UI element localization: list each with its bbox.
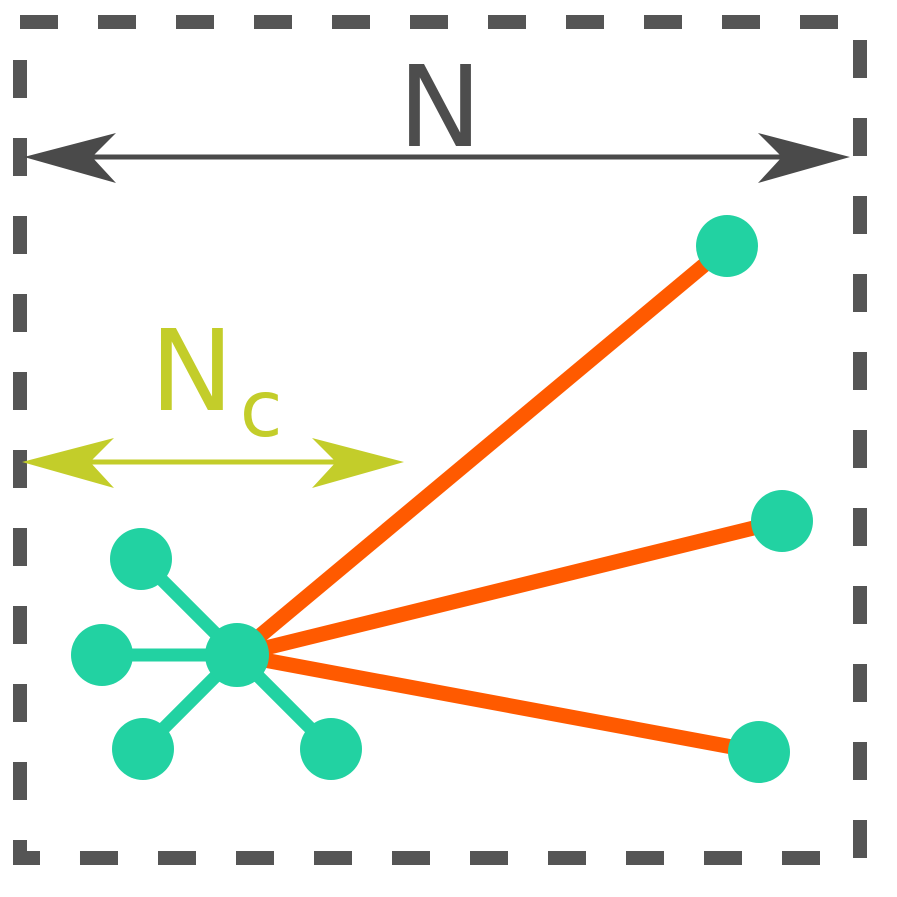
near-node-left xyxy=(71,624,133,686)
near-node-lower-right xyxy=(300,718,362,780)
dashed-boundary-box xyxy=(13,15,867,865)
cutoff-arrowhead-left-icon xyxy=(22,438,114,488)
total-range-label: N xyxy=(398,43,482,173)
arrowhead-right-icon xyxy=(758,133,850,183)
cutoff-range-arrow xyxy=(22,438,404,488)
far-links xyxy=(232,240,784,760)
far-link-upper xyxy=(232,240,732,661)
nodes xyxy=(71,215,813,783)
central-node xyxy=(205,623,269,687)
cutoff-range-label: Nc xyxy=(150,307,283,455)
near-node-lower-left xyxy=(112,718,174,780)
far-node-middle xyxy=(751,490,813,552)
far-link-lower xyxy=(235,647,761,760)
near-node-upper-left xyxy=(110,528,172,590)
far-node-upper xyxy=(696,215,758,277)
cutoff-arrowhead-right-icon xyxy=(312,438,404,488)
far-link-middle xyxy=(235,513,784,663)
total-range-arrow xyxy=(24,133,850,183)
far-node-lower xyxy=(728,721,790,783)
arrowhead-left-icon xyxy=(24,133,116,183)
